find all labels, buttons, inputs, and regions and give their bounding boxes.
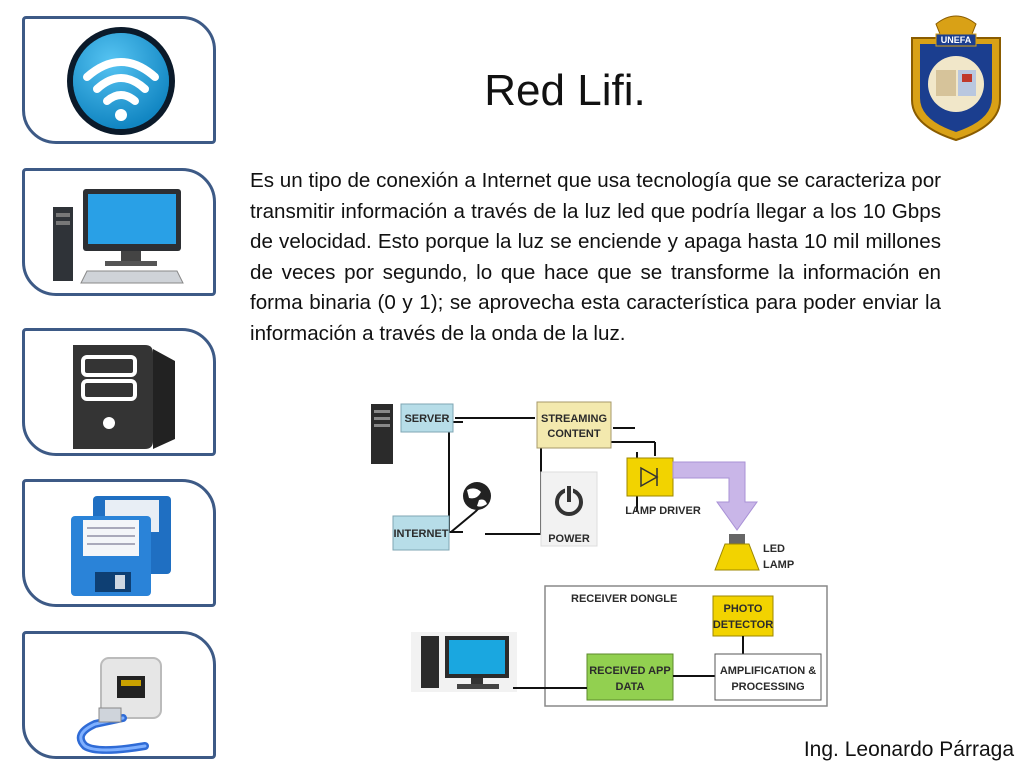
received-app-data-box: RECEIVED APP DATA	[586, 653, 674, 701]
page-title: Red Lifi.	[484, 66, 646, 115]
streaming-label-2: CONTENT	[547, 428, 600, 440]
floppy-tile	[22, 479, 216, 607]
wifi-tile	[22, 16, 216, 144]
receiver-dongle-label: RECEIVER DONGLE	[571, 593, 677, 605]
lamp-driver-box: LAMP DRIVER	[625, 457, 701, 517]
server-tile	[22, 328, 216, 456]
receiving-computer-icon	[411, 632, 517, 692]
lamp-driver-label: LAMP DRIVER	[625, 505, 701, 517]
led-lamp-icon: LED LAMP	[714, 534, 794, 571]
power-label: POWER	[548, 533, 590, 545]
amplification-label-2: PROCESSING	[731, 681, 804, 693]
photo-label-2: DETECTOR	[713, 619, 773, 631]
desktop-computer-icon	[53, 189, 184, 284]
led-label-1: LED	[763, 543, 785, 555]
ethernet-tile	[22, 631, 216, 759]
server-label: SERVER	[404, 413, 449, 425]
received-label-1: RECEIVED APP	[589, 665, 671, 677]
streaming-label-1: STREAMING	[541, 413, 607, 425]
author-name: Ing. Leonardo Párraga	[803, 738, 1014, 761]
floppy-disks-icon	[71, 496, 171, 596]
ethernet-port-icon	[76, 657, 162, 754]
light-arrow	[672, 461, 758, 531]
photo-detector-box: PHOTO DETECTOR	[712, 595, 774, 637]
server-icon	[73, 345, 175, 449]
streaming-content-box: STREAMING CONTENT	[536, 401, 612, 449]
receiver-dongle-frame: RECEIVER DONGLE	[544, 585, 828, 707]
amplification-label-1: AMPLIFICATION &	[720, 665, 816, 677]
led-label-2: LAMP	[763, 559, 794, 571]
power-box: POWER	[540, 471, 598, 547]
body-paragraph: Es un tipo de conexión a Internet que us…	[250, 169, 941, 345]
received-label-2: DATA	[616, 681, 645, 693]
computer-tile	[22, 168, 216, 296]
photo-label-1: PHOTO	[724, 603, 763, 615]
internet-label: INTERNET	[394, 528, 449, 540]
university-seal: UNEFA	[906, 8, 1006, 144]
internet-box: INTERNET	[392, 515, 450, 551]
university-seal-logo: UNEFA	[911, 15, 1001, 142]
seal-label: UNEFA	[941, 35, 972, 45]
lifi-diagram: SERVER STREAMING CONTENT INTERNET POWER	[365, 392, 835, 710]
amplification-box: AMPLIFICATION & PROCESSING	[714, 653, 822, 701]
server-tower-icon	[371, 404, 393, 464]
globe-icon	[463, 482, 491, 510]
wifi-icon	[67, 27, 175, 135]
server-box: SERVER	[400, 403, 454, 433]
